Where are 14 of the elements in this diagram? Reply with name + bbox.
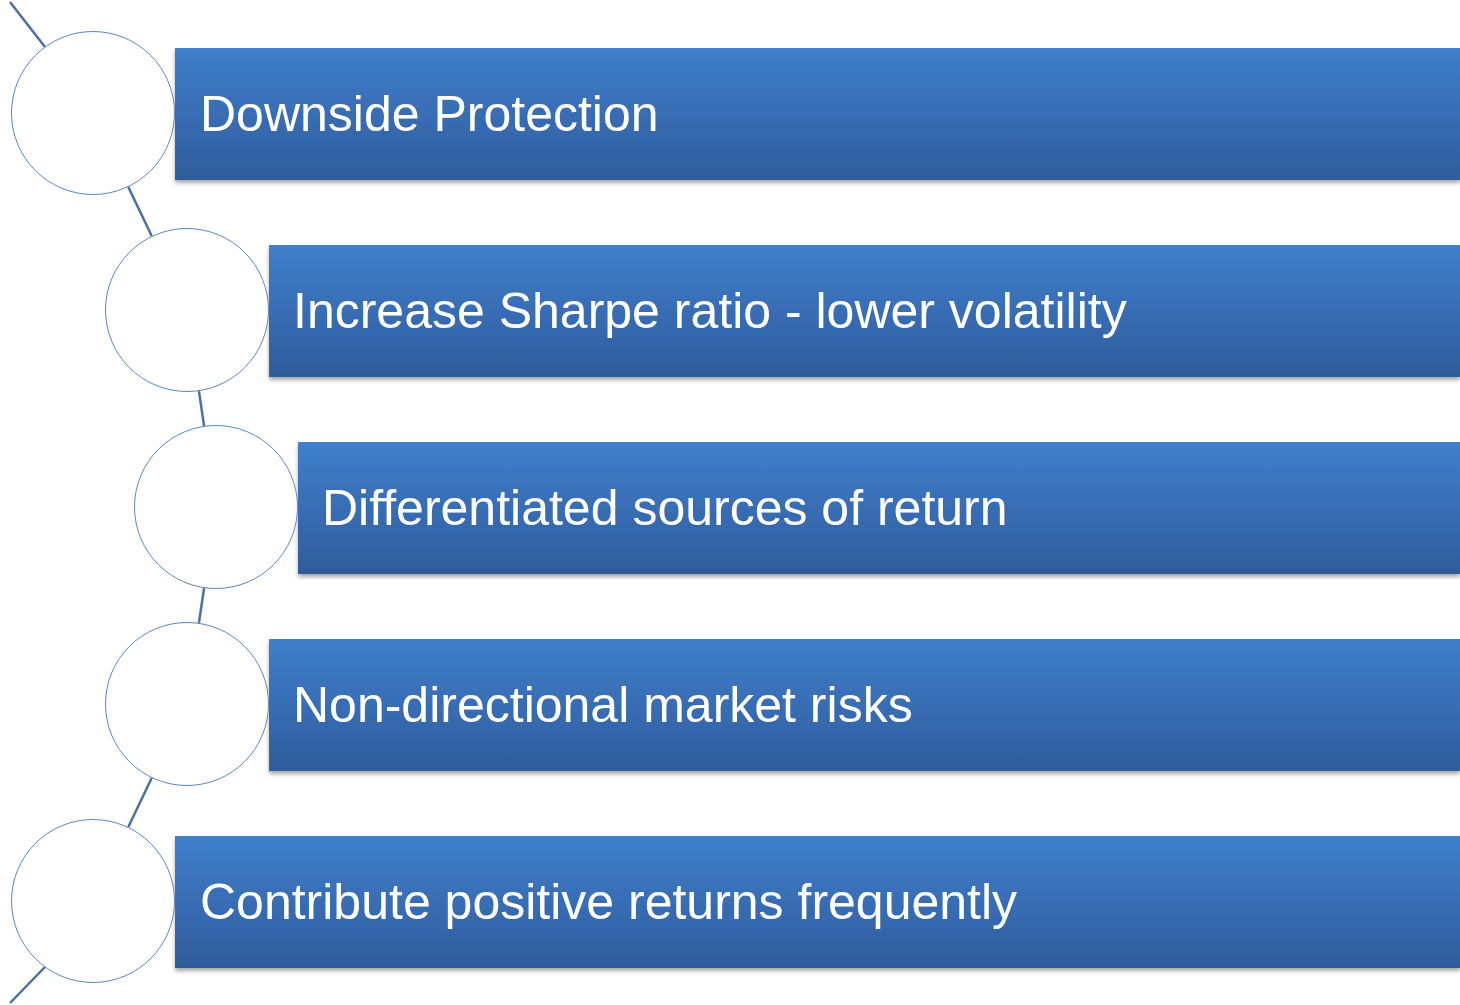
bar-text: Downside Protection: [200, 85, 659, 143]
connector-line: [127, 186, 153, 237]
connector-line: [197, 390, 206, 427]
list-bar: [269, 639, 1460, 771]
list-bar: [175, 48, 1460, 180]
bar-text: Differentiated sources of return: [322, 479, 1008, 537]
connector-line: [197, 587, 206, 624]
bar-text: Non-directional market risks: [293, 676, 913, 734]
bar-text: Contribute positive returns frequently: [200, 873, 1018, 931]
bar-text: Increase Sharpe ratio - lower volatility: [293, 282, 1127, 340]
list-bar: [298, 442, 1460, 574]
list-bar: [175, 836, 1460, 968]
list-bar: [269, 245, 1460, 377]
connector-line: [127, 777, 153, 828]
